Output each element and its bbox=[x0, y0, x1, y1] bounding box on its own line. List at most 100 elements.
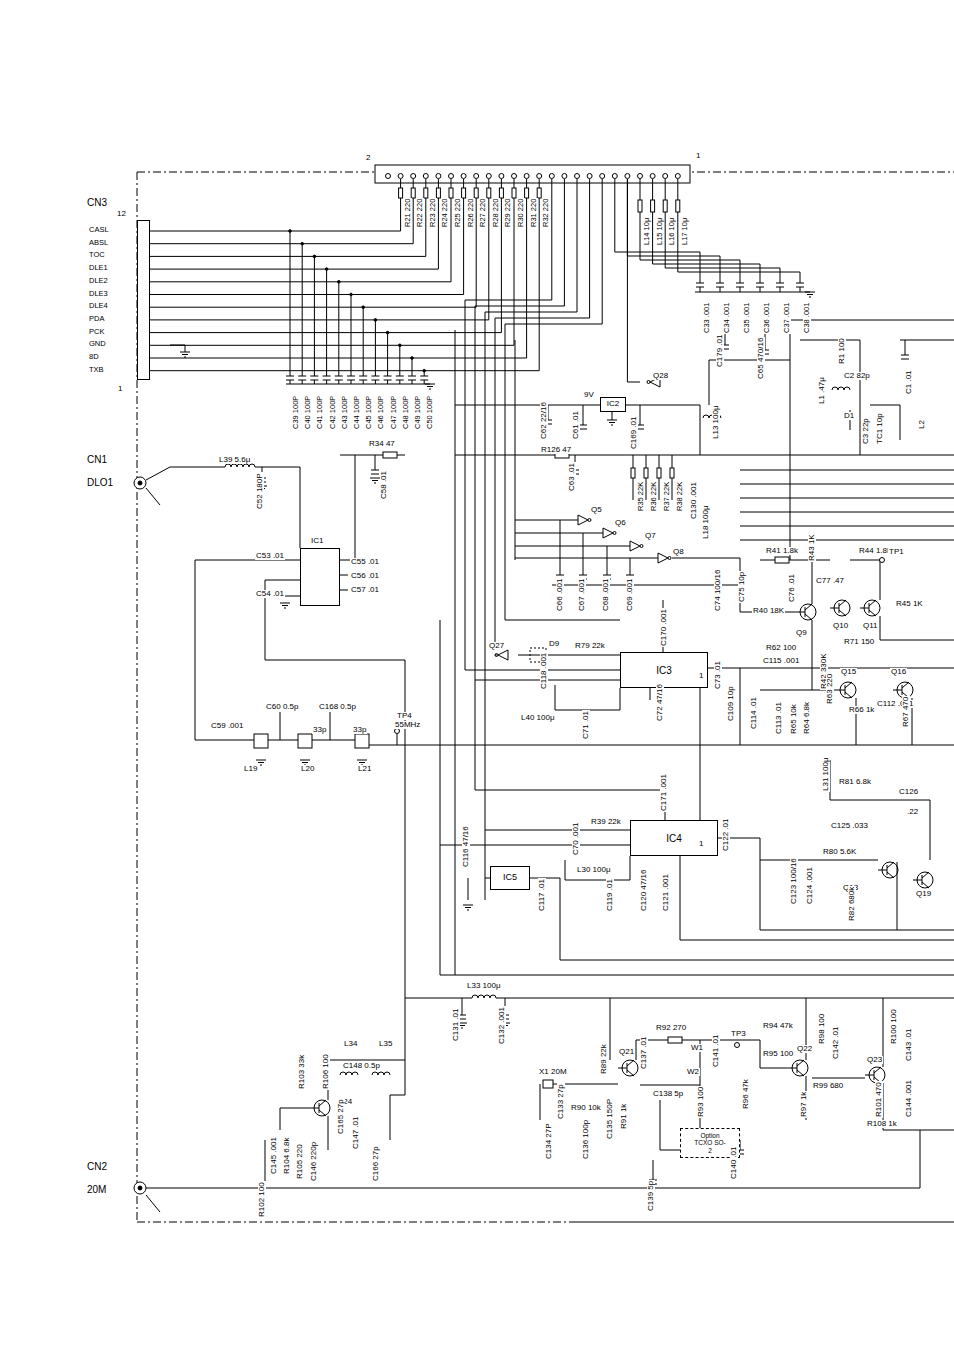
component-value: R82 680k bbox=[848, 886, 856, 922]
pin-circle bbox=[650, 174, 655, 179]
wire bbox=[146, 307, 476, 308]
wire bbox=[268, 740, 298, 741]
component-value: R63 220 bbox=[826, 673, 834, 705]
inductor-symbol bbox=[472, 995, 496, 998]
resistor-symbol bbox=[399, 188, 403, 198]
component-value: C140 .01 bbox=[730, 1146, 738, 1180]
wire bbox=[583, 533, 584, 575]
capacitor-symbol bbox=[286, 376, 294, 377]
pin-circle bbox=[436, 174, 441, 179]
component-value: C42 100P bbox=[329, 395, 337, 430]
component-value: C179 .01 bbox=[716, 334, 724, 368]
wire bbox=[485, 830, 630, 831]
component-label: C53 .01 bbox=[255, 552, 285, 560]
component-value: C39 100P bbox=[292, 395, 300, 430]
connector-wire bbox=[700, 688, 701, 820]
component-label: 1 bbox=[117, 385, 123, 393]
component-value: C70 .001 bbox=[572, 822, 580, 856]
inductor-symbol bbox=[676, 200, 680, 212]
component-value: C139 5p bbox=[647, 1180, 655, 1212]
component-value: R104 6.8k bbox=[283, 1137, 291, 1175]
component-label: R94 47k bbox=[762, 1022, 794, 1030]
wire bbox=[905, 340, 906, 355]
test-point bbox=[735, 1043, 740, 1048]
component-value: C72 47/16 bbox=[656, 683, 664, 722]
wire bbox=[338, 380, 339, 384]
component-value: C117 .01 bbox=[538, 878, 546, 912]
capacitor-symbol bbox=[396, 376, 404, 377]
wire bbox=[326, 380, 327, 384]
component-label: C57 .01 bbox=[350, 586, 380, 594]
wire bbox=[146, 243, 413, 244]
component-label: Q8 bbox=[672, 548, 685, 556]
component-label: C77 .47 bbox=[815, 577, 845, 585]
transistor-symbol bbox=[874, 1067, 881, 1073]
ground-symbol bbox=[809, 297, 811, 298]
transistor-symbol bbox=[618, 1068, 627, 1069]
wire bbox=[146, 281, 451, 282]
wire bbox=[518, 655, 620, 656]
component-value: R106 100 bbox=[322, 1053, 330, 1090]
component-value: C169 .01 bbox=[630, 416, 638, 450]
wire bbox=[290, 231, 291, 376]
component-label: R66 1k bbox=[848, 706, 875, 714]
wire bbox=[812, 1078, 865, 1079]
component-value: L18 100μ bbox=[702, 504, 710, 540]
component-value: C165 27p bbox=[337, 1098, 345, 1135]
pin-circle bbox=[549, 174, 554, 179]
component-label: C168 0.5p bbox=[318, 703, 357, 711]
component-value: R35 22K bbox=[637, 481, 645, 512]
component-label: 1 bbox=[698, 840, 704, 848]
capacitor-symbol bbox=[310, 376, 318, 377]
pin-circle bbox=[411, 174, 416, 179]
capacitor-symbol bbox=[716, 283, 724, 284]
ic-box: IC3 bbox=[620, 652, 708, 688]
pin-circle bbox=[386, 174, 391, 179]
component-label: C60 0.5p bbox=[265, 703, 299, 711]
component-label: C2 82p bbox=[843, 372, 871, 380]
junction-dot bbox=[386, 331, 389, 334]
component-value: C135 150P bbox=[606, 1098, 614, 1140]
wire bbox=[530, 878, 954, 960]
wire bbox=[680, 856, 954, 940]
transistor-symbol bbox=[893, 690, 902, 691]
wire bbox=[290, 380, 291, 384]
component-label: 33p bbox=[352, 726, 367, 734]
wire bbox=[302, 380, 303, 384]
component-label: R71 150 bbox=[843, 638, 875, 646]
pin-circle bbox=[461, 174, 466, 179]
wire bbox=[375, 380, 376, 384]
pin-circle bbox=[524, 174, 529, 179]
capacitor-symbol bbox=[579, 429, 587, 430]
pin-circle bbox=[423, 174, 428, 179]
transistor-symbol bbox=[319, 1100, 326, 1106]
wire bbox=[627, 179, 640, 382]
wire bbox=[397, 734, 398, 745]
transistor-symbol bbox=[319, 1110, 326, 1116]
wire bbox=[340, 575, 348, 576]
component-label: C55 .01 bbox=[350, 558, 380, 566]
wire bbox=[387, 380, 388, 384]
resistor-symbol bbox=[411, 188, 415, 198]
wire bbox=[607, 546, 608, 575]
component-label: TXB bbox=[88, 366, 105, 374]
wire bbox=[475, 179, 564, 790]
pin-circle bbox=[663, 174, 668, 179]
component-value: R24 220 bbox=[441, 198, 449, 228]
component-label: X1 20M bbox=[538, 1068, 568, 1076]
transistor-symbol bbox=[869, 600, 876, 606]
component-label: R90 10k bbox=[570, 1104, 602, 1112]
wire bbox=[195, 560, 245, 740]
wire bbox=[375, 320, 376, 376]
buffer-symbol bbox=[658, 553, 668, 563]
wire bbox=[539, 179, 540, 371]
wire bbox=[640, 1085, 700, 1086]
wire bbox=[440, 620, 954, 975]
component-value: R1 100 bbox=[838, 337, 846, 365]
wire bbox=[700, 287, 701, 292]
component-label: 20M bbox=[86, 1185, 107, 1195]
component-value: R26 220 bbox=[467, 198, 475, 228]
wire bbox=[515, 340, 516, 560]
pin-circle bbox=[675, 174, 680, 179]
